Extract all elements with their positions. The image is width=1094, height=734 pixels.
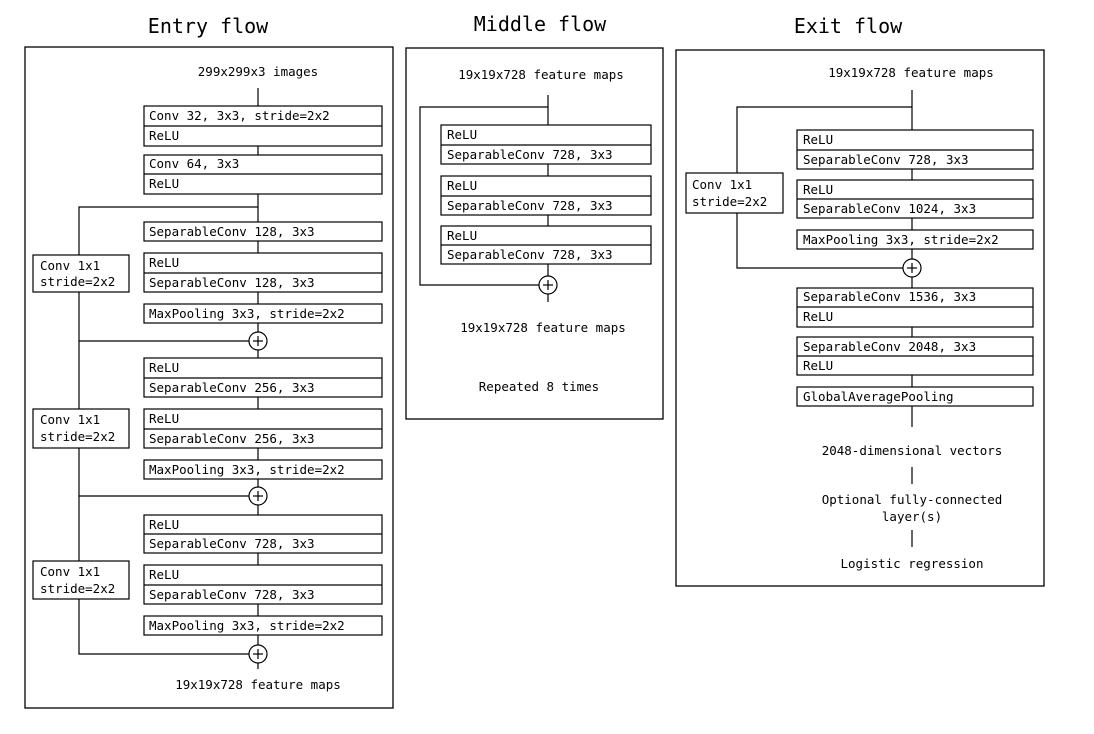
- entry-conv1-line1: Conv 32, 3x3, stride=2x2: [149, 108, 330, 123]
- exit-skip-line1: Conv 1x1: [692, 177, 752, 192]
- exit-unit3-line1: SeparableConv 1536, 3x3: [803, 289, 976, 304]
- middle-unit-1: ReLU SeparableConv 728, 3x3: [440, 124, 652, 165]
- entry-skip-conv-3: Conv 1x1 stride=2x2: [32, 560, 130, 600]
- exit-fc-label-line2: layer(s): [882, 509, 942, 524]
- entry-flow-frame: [24, 46, 394, 709]
- entry-block2-maxpool: MaxPooling 3x3, stride=2x2: [143, 459, 383, 480]
- entry-block3-b-line1: ReLU: [149, 567, 179, 582]
- entry-block1-sepconv-b: ReLU SeparableConv 128, 3x3: [143, 252, 383, 293]
- middle-unit1-line1: ReLU: [447, 127, 477, 142]
- exit-fc-label-line1: Optional fully-connected: [822, 492, 1003, 507]
- entry-block1-a-line1: SeparableConv 128, 3x3: [149, 224, 315, 239]
- exit-unit1-line1: ReLU: [803, 132, 833, 147]
- exit-skip-conv: Conv 1x1 stride=2x2: [685, 172, 784, 214]
- entry-skip1-line1: Conv 1x1: [40, 258, 100, 273]
- entry-flow: Entry flow 299x299x3 images Conv 32, 3x3…: [24, 14, 394, 709]
- middle-unit-2: ReLU SeparableConv 728, 3x3: [440, 175, 652, 216]
- entry-skip-conv-2: Conv 1x1 stride=2x2: [32, 408, 130, 449]
- middle-unit3-line2: SeparableConv 728, 3x3: [447, 247, 613, 262]
- middle-unit1-line2: SeparableConv 728, 3x3: [447, 147, 613, 162]
- entry-conv2-block: Conv 64, 3x3 ReLU: [143, 154, 383, 195]
- entry-conv2-line2: ReLU: [149, 176, 179, 191]
- exit-unit-1: ReLU SeparableConv 728, 3x3: [796, 129, 1034, 170]
- exit-unit1-line2: SeparableConv 728, 3x3: [803, 152, 969, 167]
- entry-conv1-line2: ReLU: [149, 128, 179, 143]
- entry-block3-pool-line1: MaxPooling 3x3, stride=2x2: [149, 618, 345, 633]
- entry-add-node-2: [248, 486, 268, 506]
- exit-vectors-label: 2048-dimensional vectors: [822, 443, 1003, 458]
- exit-input-label: 19x19x728 feature maps: [828, 65, 994, 80]
- middle-unit3-line1: ReLU: [447, 228, 477, 243]
- exit-unit2-line2: SeparableConv 1024, 3x3: [803, 201, 976, 216]
- exit-unit-3: SeparableConv 1536, 3x3 ReLU: [796, 287, 1034, 328]
- entry-block1-sepconv-a: SeparableConv 128, 3x3: [143, 221, 383, 242]
- middle-repeat-note: Repeated 8 times: [479, 379, 599, 394]
- exit-global-avg-pool: GlobalAveragePooling: [796, 386, 1034, 407]
- entry-block1-maxpool: MaxPooling 3x3, stride=2x2: [143, 303, 383, 324]
- exit-skip-line2: stride=2x2: [692, 194, 767, 209]
- entry-block3-b-line2: SeparableConv 728, 3x3: [149, 587, 315, 602]
- middle-flow-title: Middle flow: [474, 12, 607, 36]
- entry-block1-b-line2: SeparableConv 128, 3x3: [149, 275, 315, 290]
- entry-block2-sepconv-b: ReLU SeparableConv 256, 3x3: [143, 408, 383, 449]
- entry-conv1-block: Conv 32, 3x3, stride=2x2 ReLU: [143, 105, 383, 147]
- entry-block1-pool-line1: MaxPooling 3x3, stride=2x2: [149, 306, 345, 321]
- entry-block1-b-line1: ReLU: [149, 255, 179, 270]
- exit-unit3-line2: ReLU: [803, 309, 833, 324]
- entry-output-label: 19x19x728 feature maps: [175, 677, 341, 692]
- middle-output-label: 19x19x728 feature maps: [460, 320, 626, 335]
- exit-flow-title: Exit flow: [794, 14, 903, 38]
- entry-block3-maxpool: MaxPooling 3x3, stride=2x2: [143, 615, 383, 636]
- entry-skip3-line2: stride=2x2: [40, 581, 115, 596]
- entry-skip-conv-1: Conv 1x1 stride=2x2: [32, 254, 130, 293]
- exit-logistic-label: Logistic regression: [841, 556, 984, 571]
- entry-block2-sepconv-a: ReLU SeparableConv 256, 3x3: [143, 357, 383, 398]
- exit-unit4-line1: SeparableConv 2048, 3x3: [803, 339, 976, 354]
- exit-gap-line1: GlobalAveragePooling: [803, 389, 954, 404]
- entry-add-node-3: [248, 644, 268, 664]
- entry-block3-sepconv-a: ReLU SeparableConv 728, 3x3: [143, 514, 383, 554]
- entry-skip2-line2: stride=2x2: [40, 429, 115, 444]
- entry-block2-b-line2: SeparableConv 256, 3x3: [149, 431, 315, 446]
- entry-skip2-line1: Conv 1x1: [40, 412, 100, 427]
- entry-block2-b-line1: ReLU: [149, 411, 179, 426]
- middle-unit2-line2: SeparableConv 728, 3x3: [447, 198, 613, 213]
- exit-flow: Exit flow 19x19x728 feature maps ReLU Se…: [675, 14, 1045, 587]
- exit-add-node: [902, 258, 922, 278]
- exit-unit-2: ReLU SeparableConv 1024, 3x3: [796, 179, 1034, 219]
- middle-flow: Middle flow 19x19x728 feature maps ReLU …: [405, 12, 664, 420]
- exit-unit2-line1: ReLU: [803, 182, 833, 197]
- middle-unit-3: ReLU SeparableConv 728, 3x3: [440, 225, 652, 265]
- entry-block3-a-line1: ReLU: [149, 517, 179, 532]
- entry-block3-sepconv-b: ReLU SeparableConv 728, 3x3: [143, 564, 383, 605]
- middle-flow-frame: [405, 47, 664, 420]
- entry-input-label: 299x299x3 images: [198, 64, 318, 79]
- entry-skip1-line2: stride=2x2: [40, 274, 115, 289]
- middle-unit2-line1: ReLU: [447, 178, 477, 193]
- exit-flow-frame: [675, 49, 1045, 587]
- entry-block2-a-line1: ReLU: [149, 360, 179, 375]
- entry-block2-pool-line1: MaxPooling 3x3, stride=2x2: [149, 462, 345, 477]
- middle-input-label: 19x19x728 feature maps: [458, 67, 624, 82]
- entry-block3-a-line2: SeparableConv 728, 3x3: [149, 536, 315, 551]
- exit-maxpool: MaxPooling 3x3, stride=2x2: [796, 229, 1034, 250]
- entry-flow-title: Entry flow: [148, 14, 269, 38]
- entry-block2-a-line2: SeparableConv 256, 3x3: [149, 380, 315, 395]
- exit-pool-line1: MaxPooling 3x3, stride=2x2: [803, 232, 999, 247]
- middle-add-node: [538, 275, 558, 295]
- entry-conv2-line1: Conv 64, 3x3: [149, 156, 239, 171]
- exit-unit4-line2: ReLU: [803, 358, 833, 373]
- exit-unit-4: SeparableConv 2048, 3x3 ReLU: [796, 336, 1034, 376]
- entry-add-node-1: [248, 331, 268, 351]
- entry-skip3-line1: Conv 1x1: [40, 564, 100, 579]
